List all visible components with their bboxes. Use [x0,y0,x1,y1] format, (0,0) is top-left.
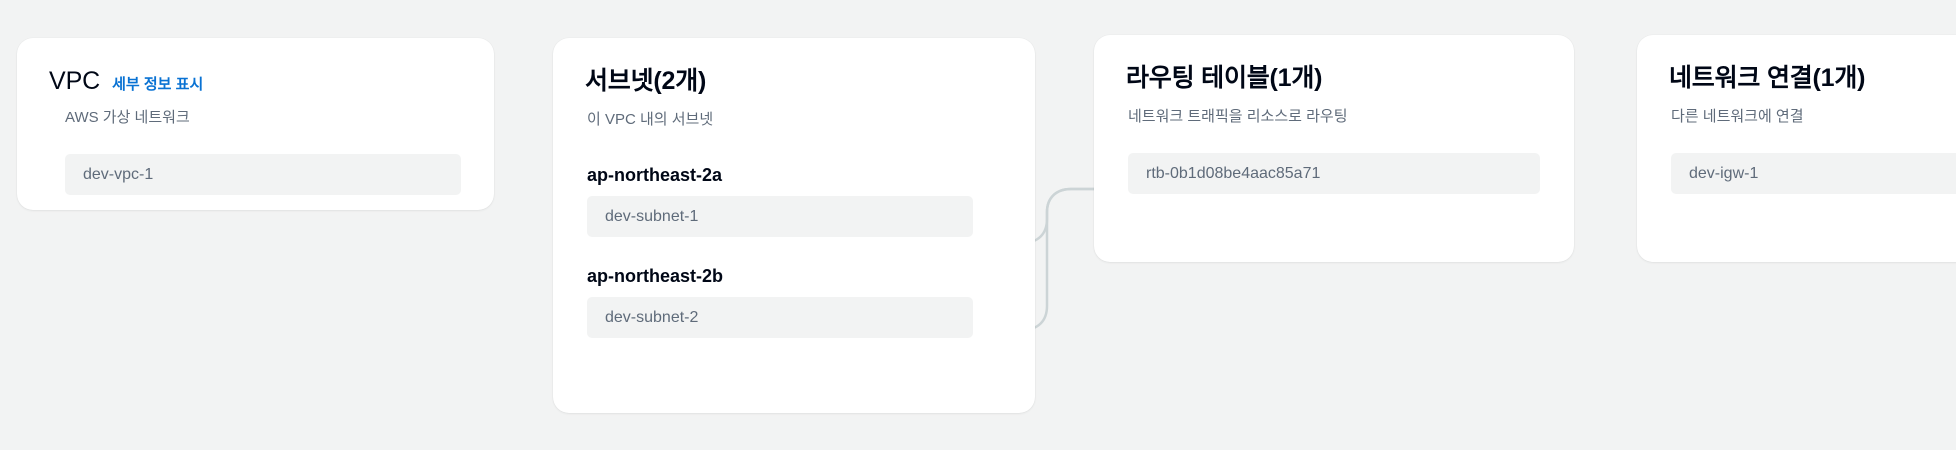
availability-zone-group: ap-northeast-2b dev-subnet-2 [587,265,1003,338]
card-network-connections-description: 다른 네트워크에 연결 [1671,108,1804,125]
card-network-connections-header: 네트워크 연결(1개) [1669,63,1956,93]
card-vpc-body: VPC 세부 정보 표시 AWS 가상 네트워크 dev-vpc-1 [17,38,494,195]
card-vpc: VPC 세부 정보 표시 AWS 가상 네트워크 dev-vpc-1 [17,38,494,210]
card-subnets-header: 서브넷(2개) [585,66,1003,96]
availability-zone-label: ap-northeast-2b [587,266,724,286]
resource-pill-internet-gateway[interactable]: dev-igw-1 [1671,153,1956,194]
card-route-tables-body: 라우팅 테이블(1개) 네트워크 트래픽을 리소스로 라우팅 rtb-0b1d0… [1094,35,1574,194]
availability-zone-group: ap-northeast-2a dev-subnet-1 [587,164,1003,237]
resource-pill-subnet-2[interactable]: dev-subnet-2 [587,297,973,338]
resource-pill-subnet-1[interactable]: dev-subnet-1 [587,196,973,237]
card-subnets-description: 이 VPC 내의 서브넷 [587,111,714,128]
show-vpc-details-link[interactable]: 세부 정보 표시 [112,76,204,93]
card-route-tables-title: 라우팅 테이블(1개) [1126,64,1323,92]
card-subnets: 서브넷(2개) 이 VPC 내의 서브넷 ap-northeast-2a dev… [553,38,1035,413]
card-network-connections: 네트워크 연결(1개) 다른 네트워크에 연결 dev-igw-1 [1637,35,1956,262]
card-vpc-title: VPC [49,67,101,95]
card-network-connections-title: 네트워크 연결(1개) [1669,64,1866,92]
card-subnets-body: 서브넷(2개) 이 VPC 내의 서브넷 ap-northeast-2a dev… [553,38,1035,338]
resource-pill-vpc[interactable]: dev-vpc-1 [65,154,461,195]
availability-zone-label: ap-northeast-2a [587,165,723,185]
card-subnets-title: 서브넷(2개) [585,67,707,95]
card-network-connections-body: 네트워크 연결(1개) 다른 네트워크에 연결 dev-igw-1 [1637,35,1956,194]
card-vpc-description: AWS 가상 네트워크 [65,109,190,126]
resource-pill-route-table[interactable]: rtb-0b1d08be4aac85a71 [1128,153,1540,194]
card-route-tables: 라우팅 테이블(1개) 네트워크 트래픽을 리소스로 라우팅 rtb-0b1d0… [1094,35,1574,262]
card-route-tables-header: 라우팅 테이블(1개) [1126,63,1542,93]
card-route-tables-description: 네트워크 트래픽을 리소스로 라우팅 [1128,108,1348,125]
card-vpc-header: VPC 세부 정보 표시 [49,66,462,96]
